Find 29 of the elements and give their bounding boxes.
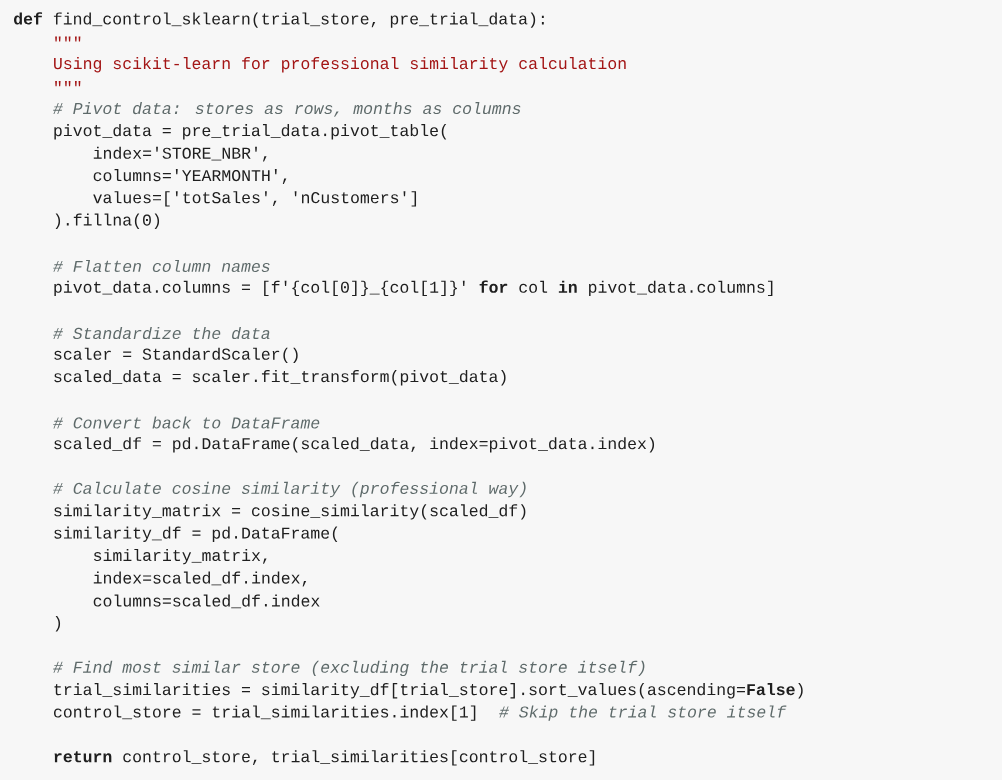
code-line: columns=scaled_df.index — [93, 594, 320, 609]
code-comment: # Standardize the data — [53, 326, 270, 340]
code-line: similarity_matrix = cosine_similarity(scaled_df) — [54, 504, 526, 520]
code-line: ) — [55, 616, 61, 632]
code-line: def find_control_sklearn(trial_store, pre_trial_data): — [14, 12, 544, 28]
code-line: scaled_data = scaler.fit_transform(pivot_data) — [54, 370, 506, 386]
code-line: scaled_df = pd.DataFrame(scaled_data, index=pivot_data.index) — [54, 437, 655, 453]
code-comment: # Convert back to DataFrame — [53, 416, 320, 429]
docstring-line: Using scikit-learn for professional similarity calculation — [54, 57, 626, 73]
code-comment: # Calculate cosine similarity (professional way) — [53, 481, 526, 498]
docstring-line: """ — [55, 81, 81, 87]
code-line: scaler = StandardScaler() — [54, 347, 298, 364]
code-line: trial_similarities = similarity_df[trial_store].sort_values(ascending=False) — [54, 683, 803, 699]
code-line: columns='YEARMONTH', — [93, 169, 287, 184]
code-comment: # Pivot data: stores as rows, months as columns — [53, 102, 521, 117]
code-line: pivot_data = pre_trial_data.pivot_table( — [54, 124, 447, 140]
code-line: control_store = trial_similarities.index[1] — [53, 705, 476, 721]
code-line: values=['totSales', 'nCustomers'] — [93, 191, 417, 207]
code-line: pivot_data.columns = [f'{col[0]}_{col[1]}' for col in pivot_data.columns] — [54, 280, 773, 297]
code-line: index='STORE_NBR', — [93, 146, 267, 162]
code-line: return control_store, trial_similarities[control_store] — [54, 750, 595, 766]
code-line: similarity_df = pd.DataFrame( — [54, 526, 338, 542]
docstring-line: """ — [55, 36, 81, 42]
code-line: ).fillna(0) — [55, 213, 160, 229]
code-line: similarity_matrix, — [94, 548, 267, 565]
code-comment: # Skip the trial store itself — [499, 705, 787, 721]
code-comment: # Find most similar store (excluding the trial store itself) — [53, 660, 645, 677]
code-line: index=scaled_df.index, — [93, 571, 307, 587]
code-comment: # Flatten column names — [53, 259, 270, 272]
